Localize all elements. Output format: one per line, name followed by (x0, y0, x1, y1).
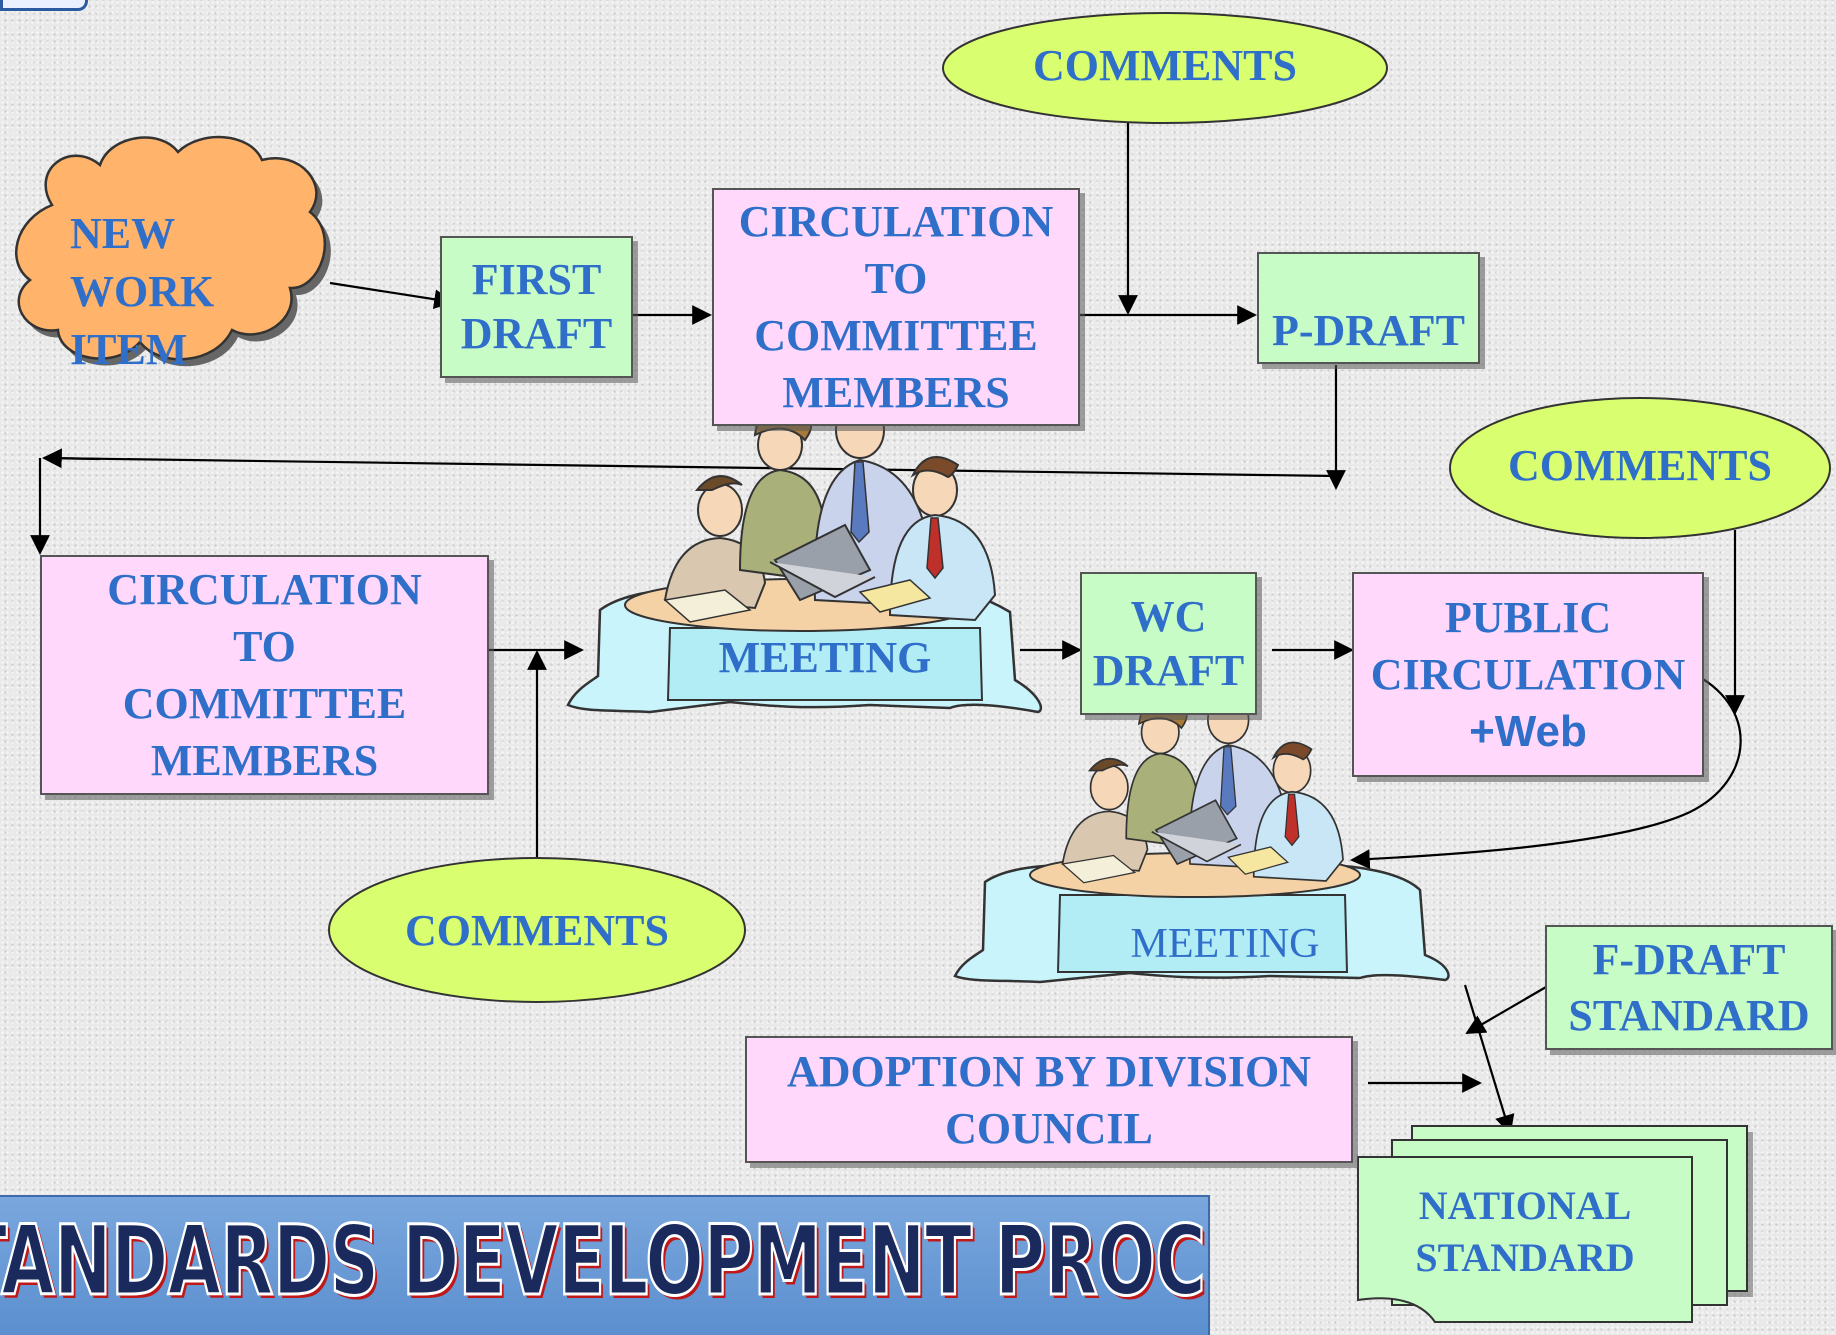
line-back-left (43, 456, 1337, 478)
comments-top-ellipse (942, 12, 1388, 124)
comments-right-ellipse (1449, 397, 1831, 539)
meeting-1-label: MEETING (718, 633, 932, 682)
new-work-item-label: NEW WORK ITEM (70, 209, 215, 374)
comments-right-label: COMMENTS (1508, 441, 1772, 490)
p-draft-box: P-DRAFT (1257, 252, 1480, 364)
adoption-by-division-council-box: ADOPTION BY DIVISION COUNCIL (745, 1036, 1353, 1163)
comments-bottom-ellipse (328, 857, 746, 1003)
circulation-to-committee-box-1: CIRCULATION TO COMMITTEE MEMBERS (712, 188, 1080, 426)
corner-tab (0, 0, 88, 11)
new-work-item-cloud (14, 135, 331, 367)
page-title: TANDARDS DEVELOPMENT PROCESS (0, 1204, 1208, 1319)
meeting-2-label: MEETING (1130, 921, 1320, 967)
comments-bottom-label: COMMENTS (405, 906, 669, 955)
arrow-meeting-2-to-national (1463, 984, 1515, 1135)
wc-draft-box: WC DRAFT (1080, 572, 1257, 715)
circulation-to-committee-box-2: CIRCULATION TO COMMITTEE MEMBERS (40, 555, 489, 795)
public-circulation-box: PUBLIC CIRCULATION +Web (1352, 572, 1704, 777)
first-draft-box: FIRST DRAFT (440, 236, 633, 378)
arrow-left-start (42, 448, 101, 469)
title-bar: TANDARDS DEVELOPMENT PROCESS (0, 1195, 1210, 1335)
national-standard-label: NATIONAL STANDARD (1415, 1183, 1635, 1280)
arrow-fdraft-to-line (1465, 986, 1547, 1034)
meeting-1-illustration (566, 389, 1043, 714)
connectors (30, 122, 1745, 1135)
comments-top-label: COMMENTS (1033, 41, 1297, 90)
arrow-public-to-meeting-2 (1350, 671, 1742, 869)
f-draft-standard-box: F-DRAFT STANDARD (1545, 925, 1833, 1050)
meeting-2-illustration (953, 685, 1450, 984)
national-standard-document (1357, 1125, 1753, 1323)
arrow-cloud-to-first-draft (329, 281, 454, 310)
